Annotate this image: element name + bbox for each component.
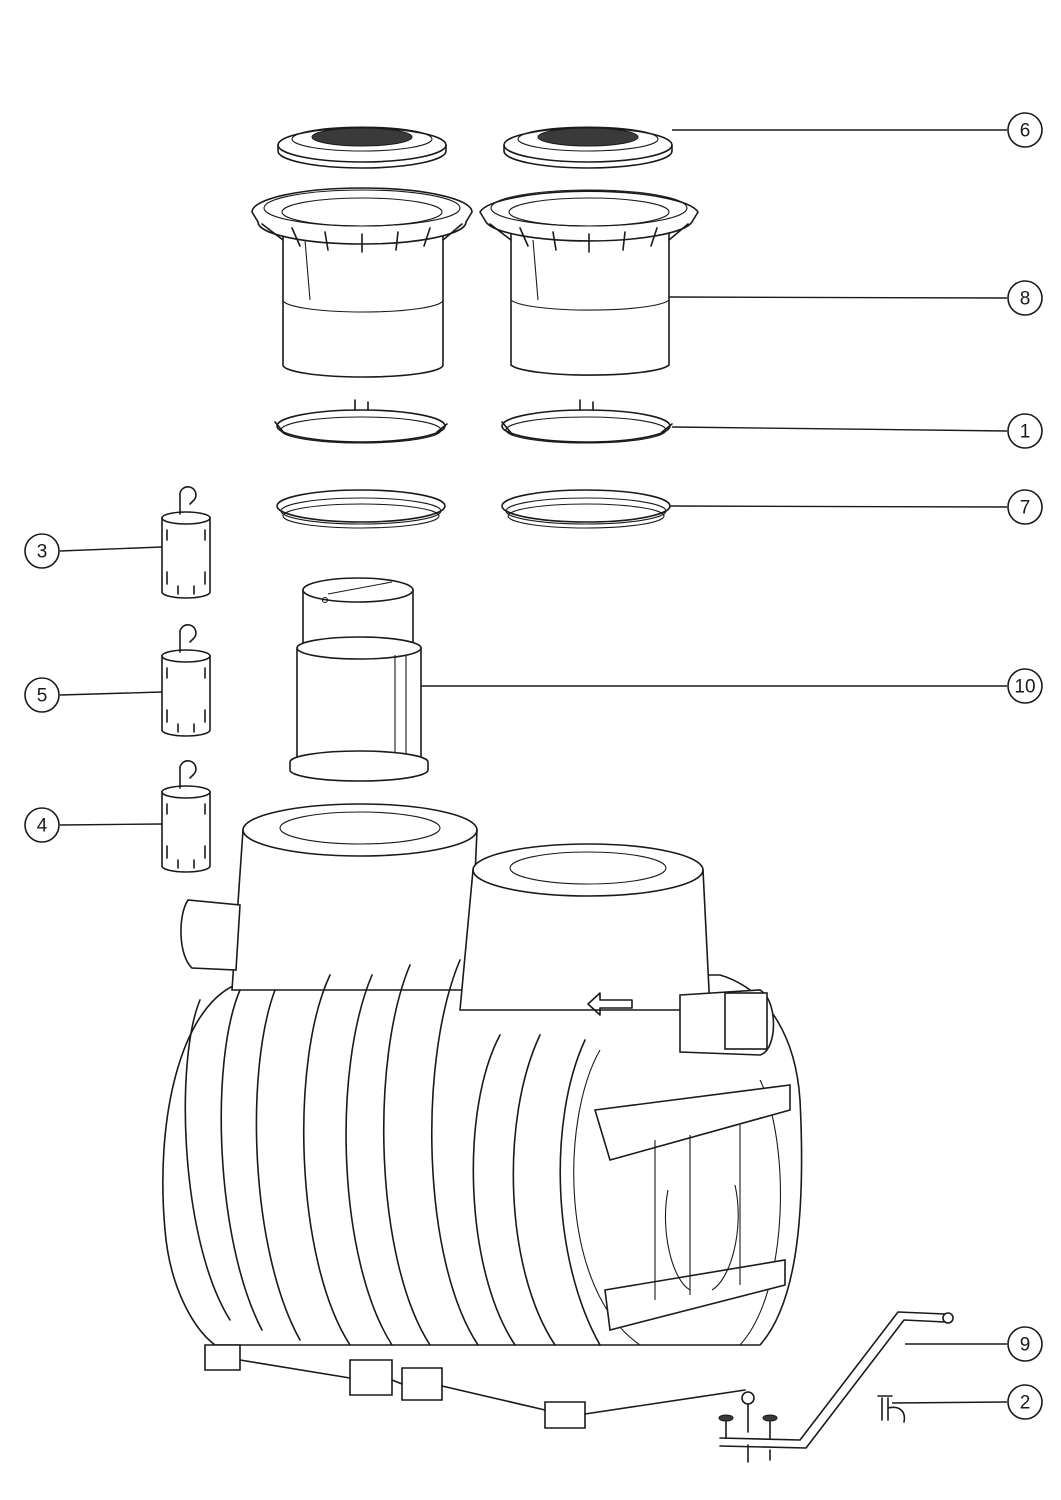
callout-9-label: 9 xyxy=(1020,1335,1031,1356)
callout-10-label: 10 xyxy=(1014,677,1035,698)
leader-3 xyxy=(59,546,163,552)
filter-cartridge-3 xyxy=(161,486,211,599)
callout-5-label: 5 xyxy=(37,686,48,707)
filter-cartridge-5 xyxy=(161,624,211,737)
filter-cartridge-4 xyxy=(161,760,211,873)
callout-7: 7 xyxy=(1007,489,1043,525)
leader-1 xyxy=(671,426,1008,432)
callout-8-label: 8 xyxy=(1020,289,1031,310)
leader-4 xyxy=(59,823,163,826)
callout-9: 9 xyxy=(1007,1326,1043,1362)
callout-6: 6 xyxy=(1007,112,1043,148)
callout-2-label: 2 xyxy=(1020,1393,1031,1414)
callout-1: 1 xyxy=(1007,413,1043,449)
callout-4: 4 xyxy=(24,807,60,843)
septic-tank xyxy=(162,803,803,1429)
callout-8: 8 xyxy=(1007,280,1043,316)
clamp-ring-left xyxy=(274,399,448,444)
callout-6-label: 6 xyxy=(1020,121,1031,142)
seal-left xyxy=(276,489,446,529)
leader-lines xyxy=(59,129,1008,1404)
clamp-ring-right xyxy=(501,399,673,444)
extension-pipe xyxy=(289,577,429,782)
cover-right xyxy=(503,126,673,169)
seal-right xyxy=(501,489,671,529)
callout-4-label: 4 xyxy=(37,816,48,837)
leader-8 xyxy=(668,296,1008,299)
leader-2 xyxy=(891,1401,1008,1404)
callout-7-label: 7 xyxy=(1020,498,1031,519)
callout-3-label: 3 xyxy=(37,542,48,563)
small-fitting xyxy=(877,1395,906,1423)
leader-5 xyxy=(59,691,163,696)
callout-5: 5 xyxy=(24,677,60,713)
callout-1-label: 1 xyxy=(1020,422,1031,443)
dome-left xyxy=(251,187,473,378)
callout-2: 2 xyxy=(1007,1384,1043,1420)
pump-crank xyxy=(718,1311,954,1463)
callout-10: 10 xyxy=(1007,668,1043,704)
dome-right xyxy=(479,189,699,376)
cover-left xyxy=(277,126,447,169)
leader-7 xyxy=(669,505,1008,508)
callout-3: 3 xyxy=(24,533,60,569)
